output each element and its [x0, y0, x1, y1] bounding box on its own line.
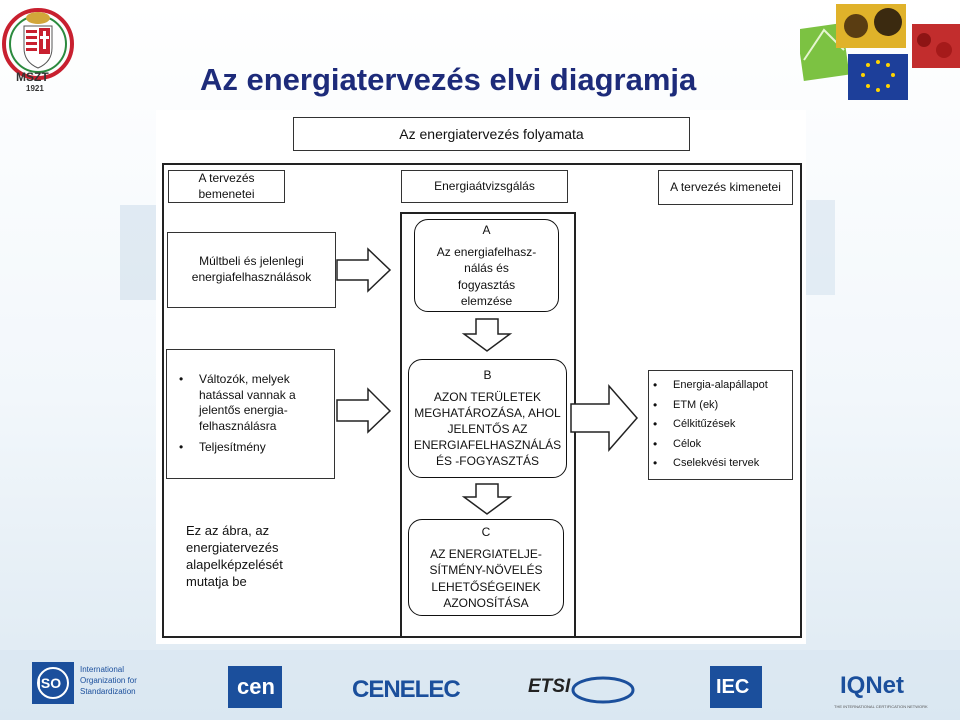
- iso-abbr: ISO: [37, 675, 62, 691]
- mszt-text: MSZT: [16, 70, 49, 84]
- iqnet-logo: IQNet THE INTERNATIONAL CERTIFICATION NE…: [834, 672, 928, 709]
- step-b-box: B AZON TERÜLETEK MEGHATÁROZÁSA, AHOL JEL…: [408, 359, 567, 478]
- past-usage-box: Múltbeli és jelenlegi energiafelhasználá…: [167, 232, 336, 308]
- variables-box: Változók, melyek hatással vannak a jelen…: [166, 349, 335, 479]
- mszt-logo: MSZT 1921: [0, 0, 82, 96]
- step-a-box: A Az energiafelhasz-nálás és fogyasztás …: [414, 219, 559, 312]
- etsi-logo: ETSI: [528, 670, 638, 710]
- cen-logo: cen: [228, 666, 282, 708]
- outputs-header: A tervezés kimenetei: [658, 170, 793, 205]
- process-title-box: Az energiatervezés folyamata: [293, 117, 690, 151]
- variables-item-2: Teljesítmény: [175, 440, 326, 456]
- photo-collage: [796, 0, 960, 108]
- arrow-down-icon: [461, 318, 513, 352]
- variables-item-1: Változók, melyek hatással vannak a jelen…: [175, 372, 326, 434]
- arrow-down-icon: [461, 483, 513, 515]
- output-item-3: Célkitűzések: [649, 415, 768, 435]
- step-c-box: C AZ ENERGIATELJE-SÍTMÉNY-NÖVELÉS LEHETŐ…: [408, 519, 564, 616]
- inputs-header: A tervezés bemenetei: [168, 170, 285, 203]
- mszt-year: 1921: [26, 84, 44, 93]
- page-title: Az energiatervezés elvi diagramja: [200, 62, 697, 97]
- outputs-box: Energia-alapállapot ETM (ek) Célkitűzése…: [648, 370, 793, 480]
- output-item-1: Energia-alapállapot: [649, 376, 768, 396]
- step-b-letter: B: [483, 368, 492, 383]
- diagram-note: Ez az ábra, az energiatervezés alapelkép…: [186, 523, 283, 589]
- arrow-right-icon: [336, 247, 392, 293]
- iec-logo: IEC: [710, 666, 762, 708]
- cenelec-logo: CENELEC: [352, 676, 461, 703]
- step-c-text: AZ ENERGIATELJE-SÍTMÉNY-NÖVELÉS LEHETŐSÉ…: [429, 547, 543, 610]
- step-a-text: Az energiafelhasz-nálás és fogyasztás el…: [436, 245, 537, 308]
- output-item-5: Cselekvési tervek: [649, 454, 768, 474]
- arrow-right-icon: [570, 384, 638, 452]
- output-item-4: Célok: [649, 435, 768, 455]
- step-c-letter: C: [481, 525, 491, 540]
- audit-header: Energiaátvizsgálás: [401, 170, 568, 203]
- arrow-right-icon: [336, 387, 392, 434]
- step-a-letter: A: [482, 223, 491, 238]
- step-b-text: AZON TERÜLETEK MEGHATÁROZÁSA, AHOL JELEN…: [413, 389, 562, 469]
- output-item-2: ETM (ek): [649, 396, 768, 416]
